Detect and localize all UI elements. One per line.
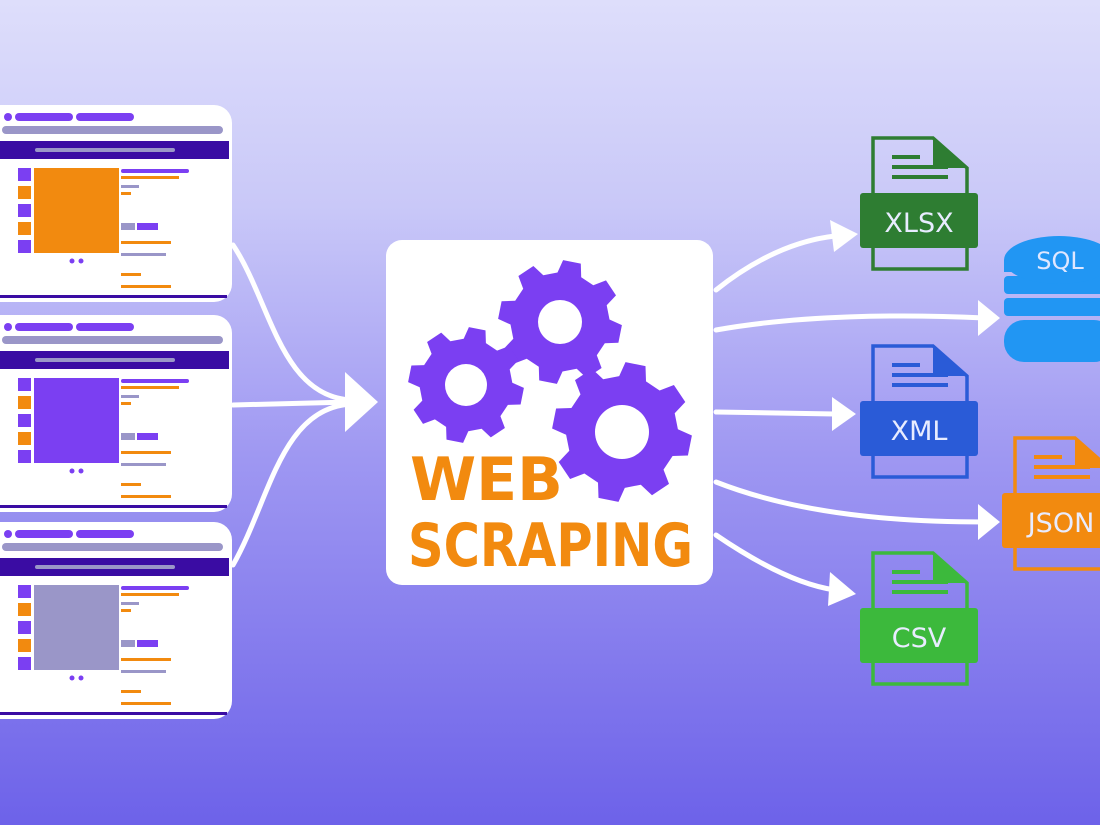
- thumbnail: [18, 396, 31, 409]
- thumbnail: [18, 414, 31, 427]
- arrow-out-csv: [713, 532, 838, 593]
- source-webpages: [0, 105, 232, 719]
- sql-label: SQL: [1036, 247, 1084, 275]
- webpage-card: [0, 105, 232, 302]
- thumbnail: [18, 204, 31, 217]
- arrow-in-1: [230, 242, 353, 403]
- product-image: [34, 585, 119, 670]
- title-line-2: SCRAPING: [408, 511, 693, 581]
- xlsx-file-icon: XLSX: [860, 136, 978, 271]
- arrow-out-xml: [713, 409, 838, 417]
- arrow-head-in: [345, 372, 378, 432]
- arrow-out-xlsx: [713, 233, 838, 293]
- webpage-card: [0, 315, 232, 512]
- json-file-icon: JSON: [1002, 436, 1100, 571]
- csv-file-icon: CSV: [860, 551, 978, 686]
- thumbnail: [18, 657, 31, 670]
- csv-label: CSV: [892, 623, 947, 654]
- input-arrows: [230, 242, 378, 568]
- thumbnail: [18, 168, 31, 181]
- output-arrow-heads: [828, 220, 1000, 606]
- sql-database-icon: SQL: [1004, 236, 1100, 362]
- xml-label: XML: [891, 416, 948, 447]
- web-scraping-box: [386, 240, 713, 585]
- arrow-out-sql: [713, 313, 988, 333]
- thumbnail: [18, 222, 31, 235]
- thumbnail: [18, 639, 31, 652]
- webpage-card: [0, 522, 232, 719]
- gears-icon: [408, 260, 692, 502]
- xlsx-label: XLSX: [884, 208, 953, 239]
- thumbnail: [18, 450, 31, 463]
- xml-file-icon: XML: [860, 344, 978, 479]
- arrow-in-3: [230, 401, 353, 568]
- output-arrows: [713, 233, 988, 593]
- thumbnail: [18, 585, 31, 598]
- arrow-in-2: [230, 399, 353, 408]
- thumbnail: [18, 378, 31, 391]
- thumbnail: [18, 186, 31, 199]
- thumbnail: [18, 240, 31, 253]
- thumbnail: [18, 603, 31, 616]
- title-line-1: WEB: [410, 445, 563, 515]
- json-label: JSON: [1026, 508, 1095, 539]
- thumbnail: [18, 621, 31, 634]
- product-image: [34, 168, 119, 253]
- product-image: [34, 378, 119, 463]
- arrow-out-json: [713, 479, 988, 525]
- thumbnail: [18, 432, 31, 445]
